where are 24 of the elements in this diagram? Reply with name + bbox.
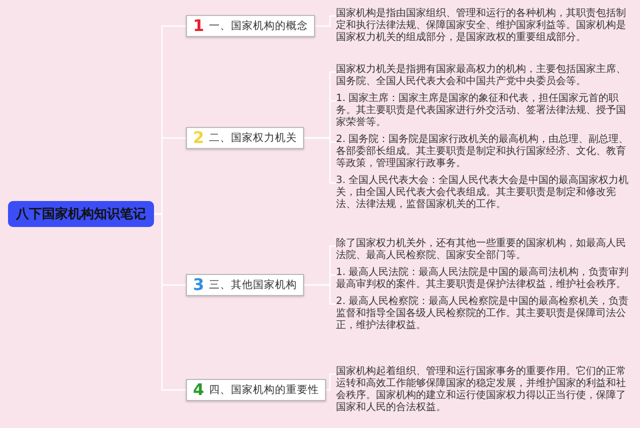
connector-line bbox=[315, 15, 336, 27]
connector-line bbox=[326, 373, 336, 391]
note-text: 1. 国家主席：国家主席是国家的象征和代表，担任国家元首的职务。其主要职责是代表国家进行外交活动、签署法律法规、授予国家荣誉等。 bbox=[336, 93, 634, 129]
note-text: 3. 全国人民代表大会：全国人民代表大会是中国的最高国家权力机关，由全国人民代表大会代表组成。其主要职责是制定和修改宪法、法律法规，监督国家机关的工作。 bbox=[336, 175, 634, 211]
topic-box bbox=[186, 379, 326, 401]
topic-number: 1 bbox=[193, 18, 204, 34]
topic-label: 四、国家机构的重要性 bbox=[209, 383, 320, 397]
topic-box bbox=[186, 15, 316, 37]
topic-number: 2 bbox=[193, 130, 204, 146]
note-text: 国家机构起着组织、管理和运行国家事务的重要作用。它们的正常运转和高效工作能够保障国家的稳定发展，并维护国家的利益和社会秩序。国家机构的建立和运行使国家权力得以正当行使，保障了国家和人民的合法权益。 bbox=[336, 366, 634, 414]
topic-box bbox=[186, 274, 304, 296]
topic-label: 三、其他国家机构 bbox=[209, 278, 298, 292]
note-text: 除了国家权力机关外，还有其他一些重要的国家机构，如最高人民法院、最高人民检察院、国家安全部门等。 bbox=[336, 238, 634, 262]
topic-label: 一、国家机构的概念 bbox=[209, 19, 308, 33]
topic-label: 二、国家权力机关 bbox=[209, 130, 298, 144]
note-text: 国家权力机关是指拥有国家最高权力的机构，主要包括国家主席、国务院、全国人民代表大会和中国共产党中央委员会等。 bbox=[336, 64, 634, 88]
note-text: 1. 最高人民法院：最高人民法院是中国的最高司法机构，负责审判最高审判权的案件。其主要职责是保护法律权益，维护社会秩序。 bbox=[336, 267, 634, 291]
note-text: 2. 国务院：国务院是国家行政机关的最高机构，由总理、副总理、各部委部长组成。其主要职责是制定和执行国家经济、文化、教育等政策，管理国家行政事务。 bbox=[336, 134, 634, 170]
central-topic: 八下国家机构知识笔记 bbox=[8, 201, 154, 227]
topic-number: 3 bbox=[193, 277, 204, 293]
topic-box bbox=[186, 126, 304, 148]
note-text: 2. 最高人民检察院：最高人民检察院是中国的最高检察机关，负责监督和指导全国各级人民检察院的工作。其主要职责是保障司法公正，维护法律权益。 bbox=[336, 296, 634, 332]
note-text: 国家机构是指由国家组织、管理和运行的各种机构，其职责包括制定和执行法律法规、保障国家安全、维护国家利益等。国家机构是国家权力机关的组成部分，是国家政权的重要组成部分。 bbox=[336, 8, 634, 44]
topic-number: 4 bbox=[193, 382, 204, 398]
